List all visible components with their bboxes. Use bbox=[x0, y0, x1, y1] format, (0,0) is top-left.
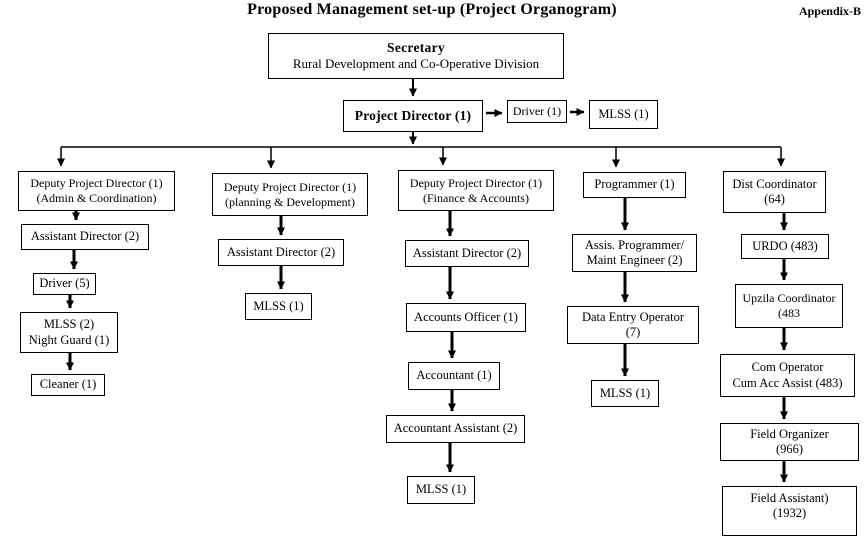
node-dpd-admin: Deputy Project Director (1) (Admin & Coo… bbox=[18, 171, 175, 211]
node-assistant-programmer-line2: Maint Engineer (2) bbox=[586, 253, 683, 267]
node-urdo: URDO (483) bbox=[741, 234, 829, 259]
node-dpd-finance-line1: Deputy Project Director (1) bbox=[409, 175, 543, 190]
node-ad-finance: Assistant Director (2) bbox=[405, 240, 529, 267]
node-mlss-planning: MLSS (1) bbox=[245, 293, 312, 320]
node-mlss-finance: MLSS (1) bbox=[407, 476, 475, 504]
node-com-operator-line1: Com Operator bbox=[751, 360, 824, 375]
node-com-operator: Com Operator Cum Acc Assist (483) bbox=[720, 354, 855, 397]
node-upzila-coordinator: Upzila Coordinator (483 bbox=[735, 284, 843, 328]
node-field-organizer: Field Organizer (966) bbox=[720, 423, 859, 461]
node-programmer: Programmer (1) bbox=[583, 172, 686, 198]
node-cleaner: Cleaner (1) bbox=[31, 374, 105, 396]
node-accounts-officer: Accounts Officer (1) bbox=[406, 303, 526, 332]
node-data-entry-operator-line1: Data Entry Operator bbox=[581, 309, 685, 324]
node-accountant-assistant: Accountant Assistant (2) bbox=[386, 415, 525, 443]
node-com-operator-line2: Cum Acc Assist (483) bbox=[732, 375, 843, 390]
node-data-entry-operator: Data Entry Operator (7) bbox=[567, 306, 699, 344]
node-accountant: Accountant (1) bbox=[408, 362, 500, 390]
node-dist-coordinator: Dist Coordinator (64) bbox=[723, 171, 826, 213]
node-dist-coordinator-line2: (64) bbox=[764, 192, 785, 206]
node-mlss-night-guard-line2: Night Guard (1) bbox=[28, 332, 110, 347]
node-assistant-programmer-line1: Assis. Programmer/ bbox=[584, 237, 685, 252]
node-dpd-planning-line1: Deputy Project Director (1) bbox=[223, 179, 357, 194]
node-dpd-admin-line1: Deputy Project Director (1) bbox=[30, 176, 163, 191]
node-mlss-night-guard-line1: MLSS (2) bbox=[43, 317, 95, 332]
node-field-organizer-line1: Field Organizer bbox=[750, 426, 829, 441]
node-secretary: Secretary Rural Development and Co-Opera… bbox=[268, 33, 564, 79]
page-title: Proposed Management set-up (Project Orga… bbox=[247, 1, 617, 18]
node-mlss-programmer: MLSS (1) bbox=[591, 380, 659, 407]
node-mlss-night-guard: MLSS (2) Night Guard (1) bbox=[20, 312, 118, 353]
node-dpd-admin-line2: (Admin & Coordination) bbox=[36, 191, 157, 205]
node-dpd-finance-line2: (Finance & Accounts) bbox=[423, 190, 529, 205]
node-upzila-coordinator-line1: Upzila Coordinator bbox=[742, 291, 836, 306]
node-secretary-title: Secretary bbox=[387, 39, 445, 55]
node-dpd-planning: Deputy Project Director (1) (planning & … bbox=[212, 173, 368, 216]
node-upzila-coordinator-line2: (483 bbox=[778, 306, 800, 320]
node-project-director: Project Director (1) bbox=[343, 100, 483, 132]
node-driver-admin: Driver (5) bbox=[33, 273, 96, 295]
node-pd-mlss: MLSS (1) bbox=[589, 100, 658, 129]
node-ad-planning: Assistant Director (2) bbox=[218, 239, 344, 266]
node-dpd-finance: Deputy Project Director (1) (Finance & A… bbox=[398, 170, 554, 211]
node-pd-driver: Driver (1) bbox=[507, 100, 567, 123]
node-dpd-planning-line2: (planning & Development) bbox=[225, 194, 355, 209]
node-dist-coordinator-line1: Dist Coordinator bbox=[732, 176, 817, 191]
node-data-entry-operator-line2: (7) bbox=[625, 325, 641, 339]
node-field-assistant: Field Assistant) (1932) bbox=[722, 486, 857, 536]
node-assistant-programmer: Assis. Programmer/ Maint Engineer (2) bbox=[572, 234, 697, 272]
node-field-organizer-line2: (966) bbox=[775, 442, 804, 456]
node-secretary-subtitle: Rural Development and Co-Operative Divis… bbox=[292, 56, 540, 72]
node-field-assistant-line2: (1932) bbox=[772, 506, 807, 521]
node-field-assistant-line1: Field Assistant) bbox=[750, 491, 829, 505]
node-ad-admin: Assistant Director (2) bbox=[21, 224, 149, 250]
appendix-label: Appendix-B bbox=[798, 4, 861, 18]
